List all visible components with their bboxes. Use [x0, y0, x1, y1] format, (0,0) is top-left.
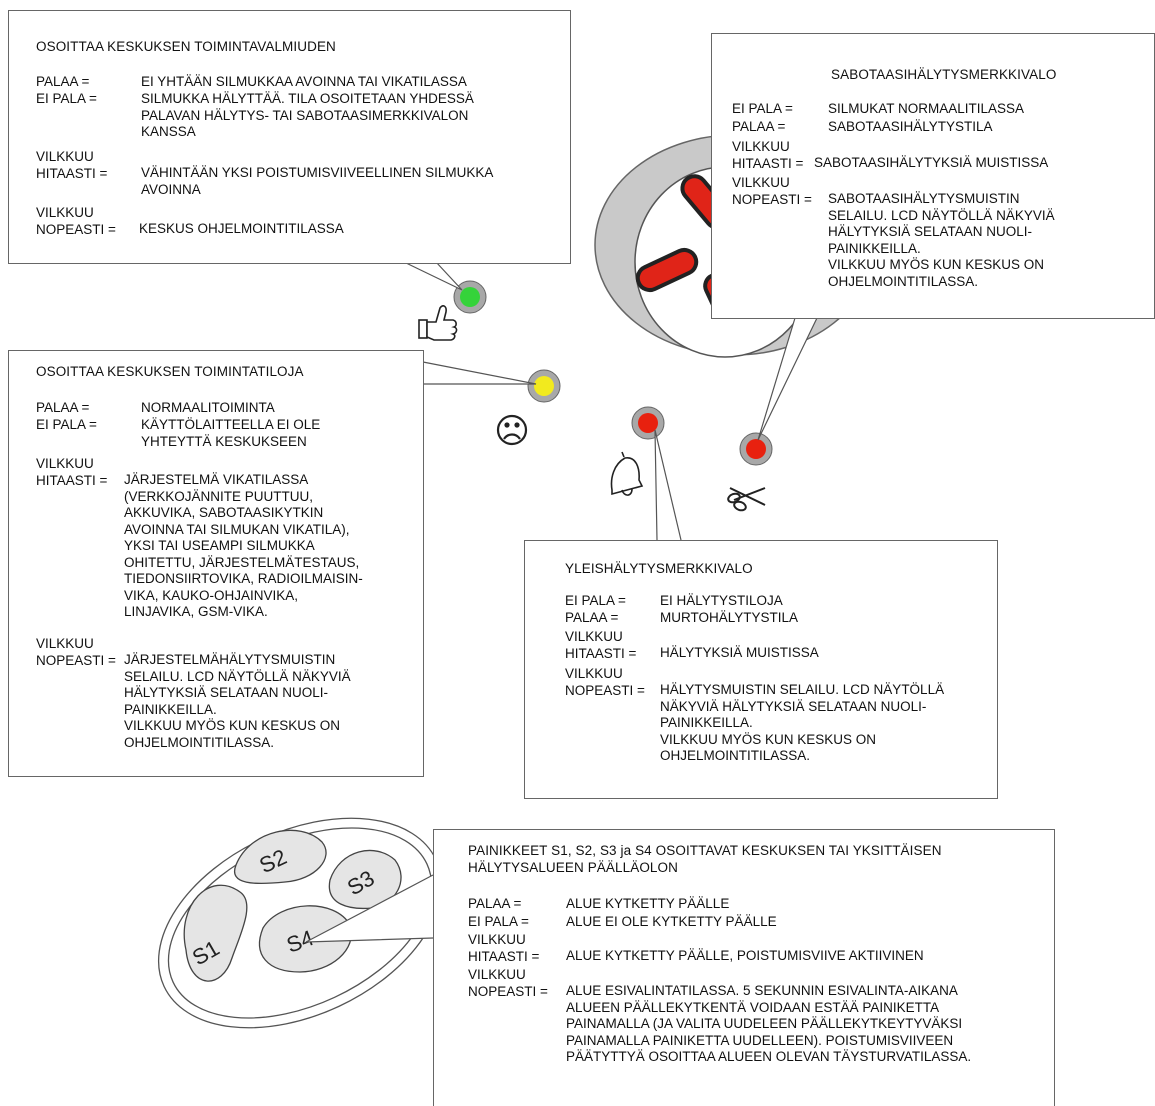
alarm-row-ei-pala: EI PALA = EI HÄLYTYSTILOJA	[565, 593, 995, 610]
sabotage-row-hitaasti: VILKKUU HITAASTI = SABOTAASIHÄLYTYKSIÄ M…	[732, 139, 1152, 173]
state-key: PALAA =	[732, 119, 786, 134]
state-key: VILKKUU NOPEASTI =	[565, 666, 645, 698]
keypad-title: PAINIKKEET S1, S2, S3 ja S4 OSOITTAVAT K…	[468, 843, 942, 875]
s4-button	[258, 905, 353, 973]
sabotage-row-ei-pala: EI PALA = SILMUKAT NORMAALITILASSA	[732, 101, 1152, 118]
arrow-left-button	[635, 247, 699, 293]
state-key: EI PALA =	[468, 914, 529, 929]
state-value: VÄHINTÄÄN YKSI POISTUMISVIIVEELLINEN SIL…	[141, 165, 494, 197]
state-value: ALUE ESIVALINTATILASSA. 5 SEKUNNIN ESIVA…	[566, 983, 972, 1064]
keypad-row-palaa: PALAA = ALUE KYTKETTY PÄÄLLE	[468, 896, 1053, 913]
yellow-led	[527, 369, 561, 403]
yellow-row-ei-pala: EI PALA = KÄYTTÖLAITTEELLA EI OLE YHTEYT…	[36, 417, 421, 451]
s2-button	[233, 829, 327, 885]
green-led-callout: OSOITTAA KESKUKSEN TOIMINTAVALMIUDEN PAL…	[8, 10, 571, 264]
state-value: KÄYTTÖLAITTEELLA EI OLE YHTEYTTÄ KESKUKS…	[141, 417, 321, 449]
green-row-hitaasti: VILKKUU HITAASTI = VÄHINTÄÄN YKSI POISTU…	[36, 149, 566, 197]
state-key: PALAA =	[565, 610, 619, 625]
state-key: PALAA =	[36, 74, 90, 89]
sabotage-row-palaa: PALAA = SABOTAASIHÄLYTYSTILA	[732, 119, 1152, 136]
state-key: EI PALA =	[565, 593, 626, 608]
state-value: HÄLYTYSMUISTIN SELAILU. LCD NÄYTÖLLÄ NÄK…	[660, 682, 945, 763]
alarm-row-hitaasti: VILKKUU HITAASTI = HÄLYTYKSIÄ MUISTISSA	[565, 629, 995, 663]
yellow-row-nopeasti: VILKKUU NOPEASTI = JÄRJESTELMÄHÄLYTYSMUI…	[36, 636, 421, 756]
keypad-callout: PAINIKKEET S1, S2, S3 ja S4 OSOITTAVAT K…	[433, 829, 1055, 1106]
state-value: ALUE KYTKETTY PÄÄLLE, POISTUMISVIIVE AKT…	[566, 948, 924, 963]
keypad-row-hitaasti: VILKKUU HITAASTI = ALUE KYTKETTY PÄÄLLE,…	[468, 932, 1053, 966]
area-keypad: S1 S2 S3 S4	[157, 817, 443, 1029]
state-value: JÄRJESTELMÄHÄLYTYSMUISTIN SELAILU. LCD N…	[124, 652, 351, 750]
s3-button	[328, 849, 402, 910]
state-key: VILKKUU NOPEASTI =	[732, 175, 812, 207]
state-value: MURTOHÄLYTYSTILA	[660, 610, 799, 625]
green-row-ei-pala: EI PALA = SILMUKKA HÄLYTTÄÄ. TILA OSOITE…	[36, 91, 566, 141]
state-key: EI PALA =	[732, 101, 793, 116]
state-value: NORMAALITOIMINTA	[141, 400, 275, 415]
state-key: VILKKUU HITAASTI =	[36, 456, 108, 488]
state-value: SABOTAASIHÄLYTYSMUISTIN SELAILU. LCD NÄY…	[828, 191, 1055, 289]
sabotage-red-led	[739, 432, 773, 466]
yellow-led-callout: OSOITTAA KESKUKSEN TOIMINTATILOJA PALAA …	[8, 350, 424, 777]
yellow-led-title: OSOITTAA KESKUKSEN TOIMINTATILOJA	[36, 364, 304, 379]
state-value: EI YHTÄÄN SILMUKKAA AVOINNA TAI VIKATILA…	[141, 74, 467, 89]
sad-face-icon	[496, 414, 528, 446]
state-value: SILMUKKA HÄLYTTÄÄ. TILA OSOITETAAN YHDES…	[141, 91, 474, 139]
state-value: KESKUS OHJELMOINTITILASSA	[139, 221, 344, 236]
state-value: SILMUKAT NORMAALITILASSA	[828, 101, 1025, 116]
state-key: VILKKUU HITAASTI =	[468, 932, 540, 964]
state-value: HÄLYTYKSIÄ MUISTISSA	[660, 645, 819, 660]
state-value: EI HÄLYTYSTILOJA	[660, 593, 783, 608]
state-key: VILKKUU NOPEASTI =	[36, 205, 116, 237]
sabotage-led-callout: SABOTAASIHÄLYTYSMERKKIVALO EI PALA = SIL…	[711, 33, 1155, 319]
state-key: VILKKUU HITAASTI =	[36, 149, 108, 181]
callout-pointers	[305, 261, 818, 943]
keypad-row-nopeasti: VILKKUU NOPEASTI = ALUE ESIVALINTATILASS…	[468, 967, 1053, 1087]
scissors-icon	[727, 487, 766, 512]
state-key: EI PALA =	[36, 91, 97, 106]
state-value: SABOTAASIHÄLYTYSTILA	[828, 119, 993, 134]
yellow-row-palaa: PALAA = NORMAALITOIMINTA	[36, 400, 421, 417]
keypad-row-ei-pala: EI PALA = ALUE EI OLE KYTKETTY PÄÄLLE	[468, 914, 1053, 931]
state-key: PALAA =	[468, 896, 522, 911]
state-key: VILKKUU NOPEASTI =	[36, 636, 116, 668]
alarm-row-palaa: PALAA = MURTOHÄLYTYSTILA	[565, 610, 995, 627]
alarm-row-nopeasti: VILKKUU NOPEASTI = HÄLYTYSMUISTIN SELAIL…	[565, 666, 995, 786]
green-row-nopeasti: VILKKUU NOPEASTI = KESKUS OHJELMOINTITIL…	[36, 205, 566, 239]
state-value: JÄRJESTELMÄ VIKATILASSA (VERKKOJÄNNITE P…	[124, 472, 363, 619]
sabotage-row-nopeasti: VILKKUU NOPEASTI = SABOTAASIHÄLYTYSMUIST…	[732, 175, 1152, 295]
bell-icon	[610, 451, 644, 496]
alarm-red-led	[631, 406, 665, 440]
green-row-palaa: PALAA = EI YHTÄÄN SILMUKKAA AVOINNA TAI …	[36, 74, 566, 91]
state-key: EI PALA =	[36, 417, 97, 432]
state-key: PALAA =	[36, 400, 90, 415]
green-led	[453, 280, 487, 314]
green-led-title: OSOITTAA KESKUKSEN TOIMINTAVALMIUDEN	[36, 39, 336, 54]
sabotage-title: SABOTAASIHÄLYTYSMERKKIVALO	[831, 67, 1057, 82]
s1-button	[183, 884, 248, 982]
state-key: VILKKUU HITAASTI =	[732, 139, 804, 171]
yellow-row-hitaasti: VILKKUU HITAASTI = JÄRJESTELMÄ VIKATILAS…	[36, 456, 421, 626]
state-key: VILKKUU NOPEASTI =	[468, 967, 548, 999]
alarm-led-callout: YLEISHÄLYTYSMERKKIVALO EI PALA = EI HÄLY…	[524, 540, 998, 799]
state-value: ALUE EI OLE KYTKETTY PÄÄLLE	[566, 914, 777, 929]
state-value: SABOTAASIHÄLYTYKSIÄ MUISTISSA	[814, 155, 1049, 170]
alarm-title: YLEISHÄLYTYSMERKKIVALO	[565, 561, 753, 576]
state-value: ALUE KYTKETTY PÄÄLLE	[566, 896, 730, 911]
state-key: VILKKUU HITAASTI =	[565, 629, 637, 661]
thumbs-up-icon	[418, 305, 458, 341]
